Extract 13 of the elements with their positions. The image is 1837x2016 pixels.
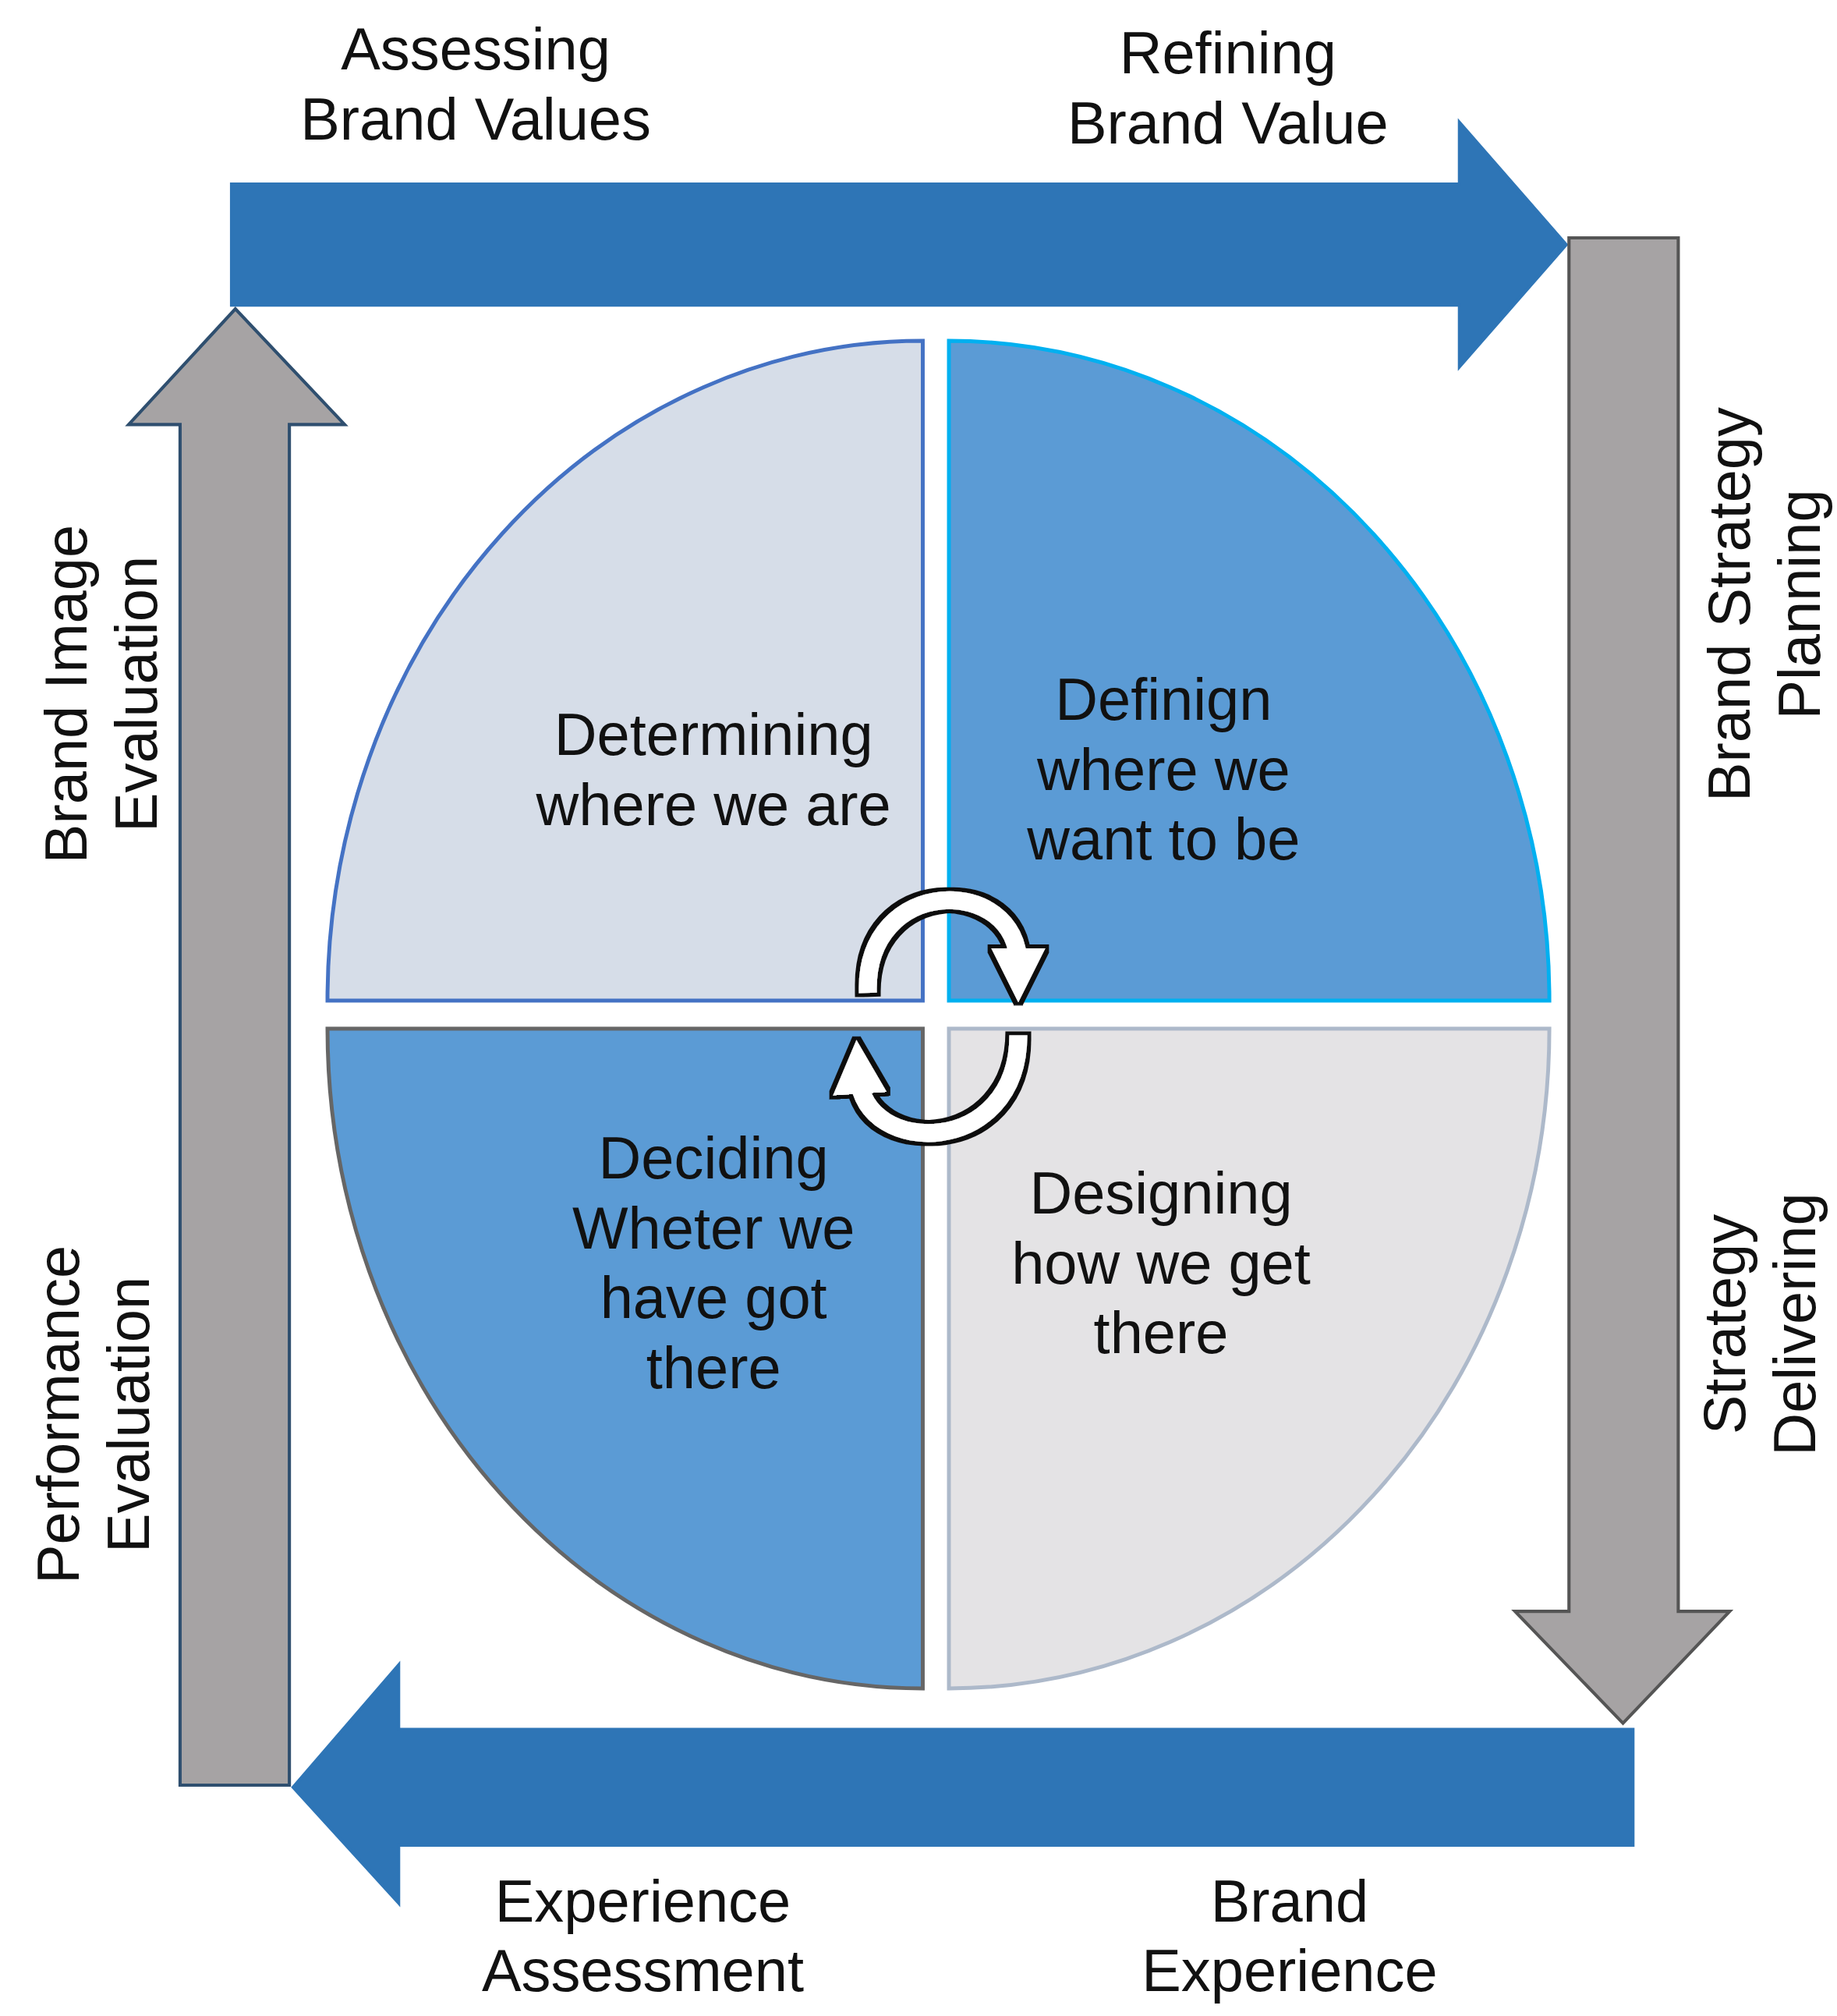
stage-label: Brand Strategy Planning xyxy=(1694,406,1833,803)
stage-label: Definign where we want to be xyxy=(1026,664,1301,873)
stage-label: Brand Image Evaluation xyxy=(31,524,169,866)
stage-label: Strategy Delivering xyxy=(1690,1192,1828,1458)
stage-label: Brand Experience xyxy=(1141,1866,1439,2005)
stage-label: Performance Evaluation xyxy=(23,1244,161,1586)
stage-label: Deciding Wheter we have got there xyxy=(571,1124,856,1402)
stage-label: Experience Assessment xyxy=(480,1866,805,2005)
stage-label: Assessing Brand Values xyxy=(299,14,652,154)
stage-label: Designing how we get there xyxy=(1011,1159,1311,1368)
curved-arrow xyxy=(858,891,1043,1002)
stage-label: Determining where we are xyxy=(535,700,892,839)
stage-label: Refining Brand Value xyxy=(1066,18,1389,158)
